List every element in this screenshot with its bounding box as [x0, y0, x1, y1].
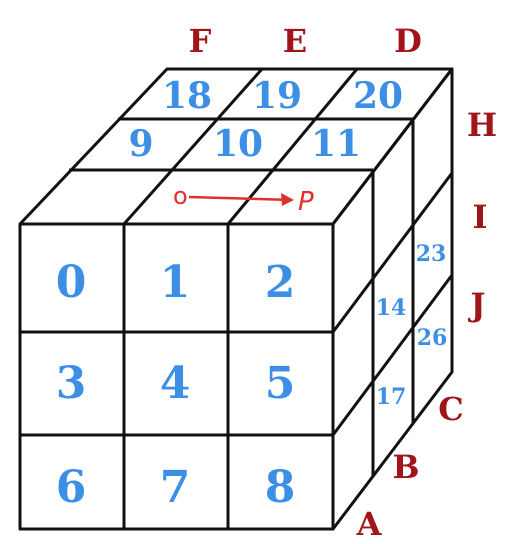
top-number-10: 10 — [213, 123, 263, 165]
label-H: H — [467, 106, 497, 144]
right-grid-line — [331, 274, 454, 436]
front-number-7: 7 — [160, 462, 191, 513]
label-D: D — [394, 22, 422, 60]
top-number-18: 18 — [162, 75, 212, 117]
front-number-8: 8 — [265, 462, 296, 513]
side-number-14: 14 — [376, 295, 407, 321]
label-I: I — [473, 198, 488, 236]
annotation-start: o — [173, 182, 188, 210]
label-C: C — [438, 390, 463, 428]
front-number-1: 1 — [160, 257, 191, 308]
top-number-19: 19 — [252, 75, 302, 117]
front-number-5: 5 — [265, 358, 296, 409]
front-number-2: 2 — [265, 257, 296, 308]
top-number-20: 20 — [353, 75, 403, 117]
side-number-26: 26 — [417, 325, 448, 351]
top-number-9: 9 — [128, 123, 153, 165]
top-grid-line — [122, 68, 264, 225]
side-numbers: 23 14 26 17 — [376, 241, 448, 410]
front-number-6: 6 — [56, 462, 87, 513]
label-J: J — [467, 286, 485, 324]
front-number-4: 4 — [160, 358, 191, 409]
annotation-end: P — [298, 187, 314, 217]
edge-labels: F E D H I J C B A — [189, 22, 497, 543]
annotation-arrow: o P — [173, 182, 314, 217]
top-number-11: 11 — [311, 123, 361, 165]
front-number-0: 0 — [56, 257, 87, 308]
front-numbers: 0 1 2 3 4 5 6 7 8 — [56, 257, 296, 513]
top-numbers: 18 19 20 9 10 11 — [128, 75, 403, 165]
label-F: F — [189, 22, 212, 60]
label-E: E — [283, 22, 307, 60]
front-number-3: 3 — [56, 358, 87, 409]
side-number-23: 23 — [416, 241, 447, 267]
cube-edges — [18, 67, 454, 531]
right-grid-line — [331, 172, 454, 333]
label-A: A — [356, 505, 383, 543]
label-B: B — [392, 448, 419, 486]
side-number-17: 17 — [376, 384, 407, 410]
arrow-head — [281, 193, 294, 206]
arrow-line — [188, 195, 293, 202]
